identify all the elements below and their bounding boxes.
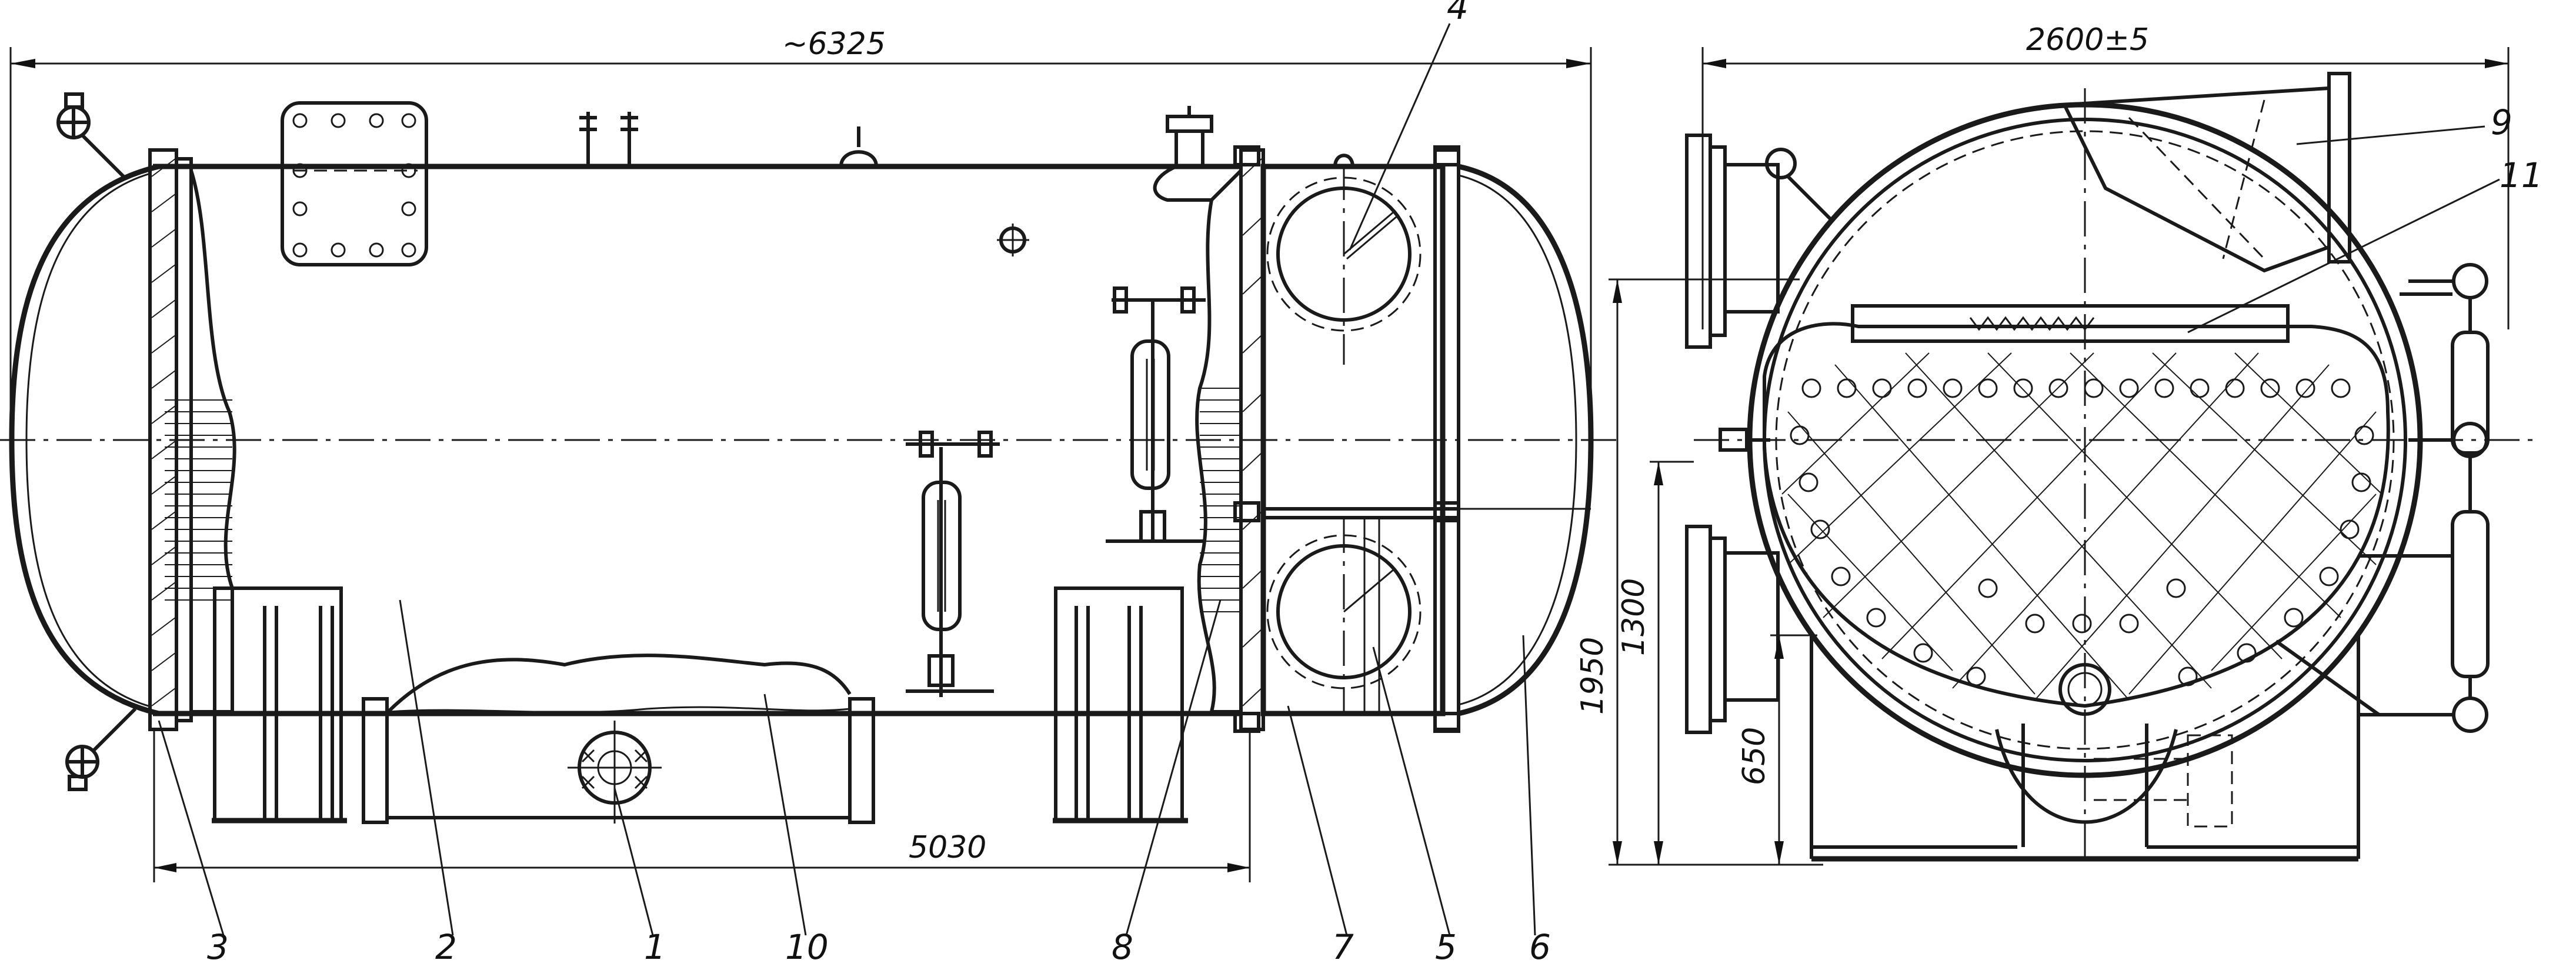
top-fittings [579, 112, 878, 167]
end-width-dimension: 2600±5 [2026, 22, 2149, 58]
callout-7: 7 [1332, 927, 1354, 967]
tube-lattice [1781, 352, 2383, 701]
height-mid-dimension: 1300 [1616, 578, 1651, 656]
left-head-valve-top [56, 92, 125, 178]
callout-numbers: 3 2 1 10 8 7 5 6 4 9 11 [207, 0, 2543, 967]
dim-arrow-left [11, 59, 35, 68]
left-head-valve-bottom [65, 707, 137, 791]
manhole-cover [281, 101, 428, 266]
condensate-collector [362, 654, 875, 824]
dim-arrow-right [1566, 59, 1591, 68]
callout-8: 8 [1112, 927, 1133, 967]
vertical-dimensions: 1950 1300 650 [1575, 278, 1823, 866]
tube-length-dimension: 5030 [909, 830, 986, 865]
callout-6: 6 [1529, 927, 1551, 967]
gauge-glass-left [906, 431, 1000, 697]
callout-4: 4 [1447, 0, 1469, 27]
callout-2: 2 [435, 927, 457, 967]
callout-5: 5 [1435, 927, 1457, 967]
end-right-gauge [2379, 263, 2490, 733]
end-view: 2600±5 [1575, 22, 2535, 866]
callout-3: 3 [207, 927, 229, 967]
leader-lines-side [158, 23, 1536, 936]
sight-plug [997, 224, 1029, 256]
callout-11: 11 [2500, 155, 2543, 195]
tube-circles [1790, 378, 2374, 686]
left-tube-sheet [148, 148, 236, 731]
top-nozzle [1153, 106, 1213, 202]
height-total-dimension: 1950 [1575, 637, 1610, 715]
side-view: ~6325 [0, 23, 1623, 936]
end-supports [1810, 554, 2411, 862]
top-inlet-nozzle [2061, 72, 2351, 273]
overall-length-dimension: ~6325 [782, 26, 886, 62]
callout-9: 9 [2491, 102, 2512, 142]
callout-1: 1 [644, 927, 666, 967]
end-left-flanges [1685, 134, 1834, 734]
callout-10: 10 [785, 927, 829, 967]
bottom-outlet [2058, 663, 2111, 716]
air-cooler-band [1851, 304, 2290, 343]
tube-bundle [1763, 322, 2390, 708]
leader-lines-end [2187, 125, 2500, 334]
left-support [212, 586, 347, 824]
right-support [1053, 586, 1188, 824]
height-low-dimension: 650 [1737, 727, 1772, 785]
gauge-glass-right [1106, 286, 1206, 543]
